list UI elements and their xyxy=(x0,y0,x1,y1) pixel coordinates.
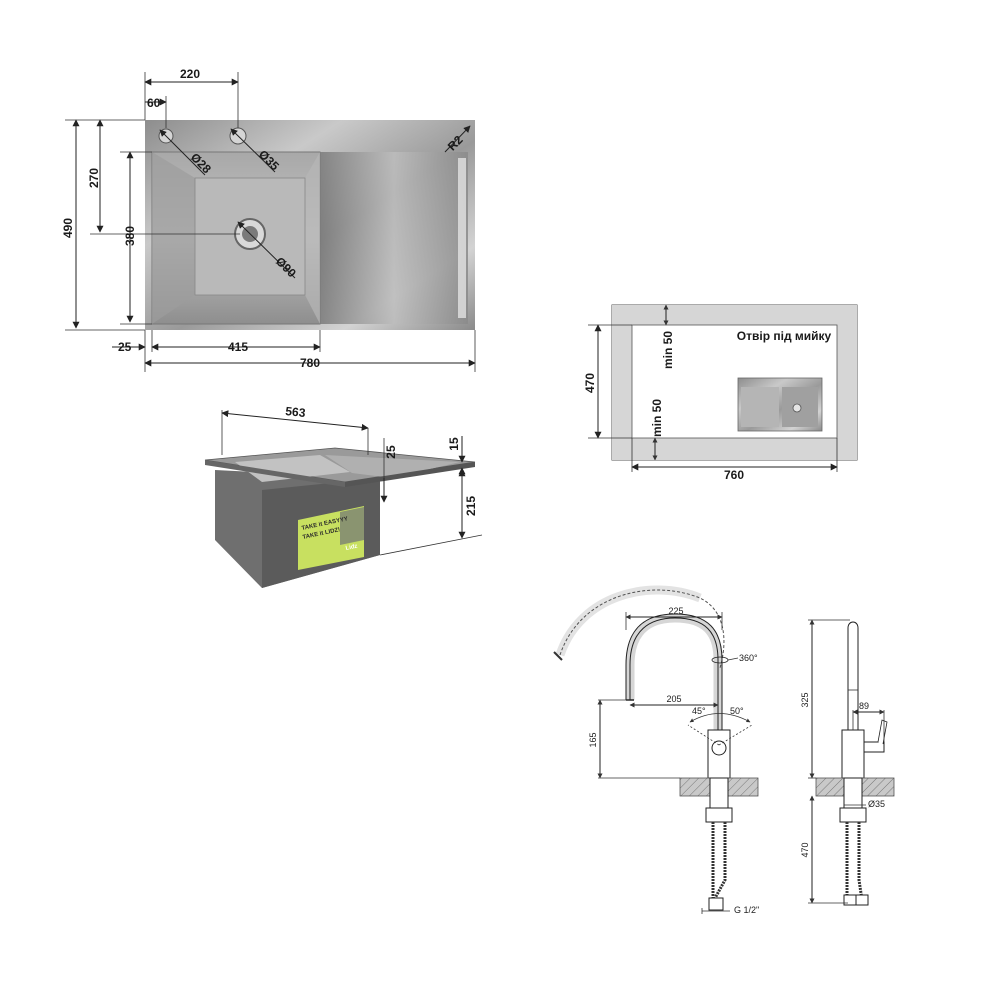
faucet-side-dimensions: 325 89 Ø35 470 xyxy=(800,619,885,904)
sticker-brand: Lidz xyxy=(345,544,358,552)
dim-470-cutout: 470 xyxy=(583,373,597,393)
min-50-top: min 50 xyxy=(661,331,675,369)
dim-563: 563 xyxy=(285,404,307,420)
dim-415: 415 xyxy=(228,340,248,354)
drainboard xyxy=(320,152,468,324)
faucet-front-dimensions: 225 360° 205 45° 50° 165 G 1/2" xyxy=(588,606,759,915)
faucet-front-view xyxy=(553,585,759,911)
sink-top-view xyxy=(145,120,475,330)
dim-380: 380 xyxy=(123,226,137,246)
dim-270: 270 xyxy=(87,168,101,188)
dim-215: 215 xyxy=(464,496,478,516)
dim-220: 220 xyxy=(180,67,200,81)
faucet-side-body xyxy=(841,729,865,779)
dim-25-perspective: 25 xyxy=(384,445,398,459)
product-sticker: TAKE it EASYYY TAKE it LIDZ! Lidz xyxy=(298,506,364,570)
perspective-dimensions: 563 25 15 215 xyxy=(221,404,483,556)
dim-60: 60 xyxy=(147,96,161,110)
dim-470-side: 470 xyxy=(800,842,810,857)
faucet-lever xyxy=(863,741,885,753)
dim-15: 15 xyxy=(447,437,461,451)
dim-25: 25 xyxy=(118,340,132,354)
dim-225: 225 xyxy=(668,606,683,616)
min-50-left: min 50 xyxy=(650,399,664,437)
faucet-side-view xyxy=(815,621,895,906)
rotation-360: 360° xyxy=(739,653,758,663)
angle-45: 45° xyxy=(692,706,706,716)
dim-490: 490 xyxy=(61,218,75,238)
dim-o35-side: Ø35 xyxy=(868,799,885,809)
thread-size: G 1/2" xyxy=(734,905,759,915)
dim-760: 760 xyxy=(724,468,744,482)
cutout-diagram: Отвір під мийку min 50 min 50 470 760 xyxy=(583,304,858,482)
dim-89: 89 xyxy=(859,701,869,711)
dim-325: 325 xyxy=(800,692,810,707)
dim-205: 205 xyxy=(666,694,681,704)
dim-780: 780 xyxy=(300,356,320,370)
cutout-title: Отвір під мийку xyxy=(737,329,832,343)
angle-50: 50° xyxy=(730,706,744,716)
dim-165: 165 xyxy=(588,732,598,747)
sink-perspective-view: TAKE it EASYYY TAKE it LIDZ! Lidz xyxy=(204,447,476,588)
